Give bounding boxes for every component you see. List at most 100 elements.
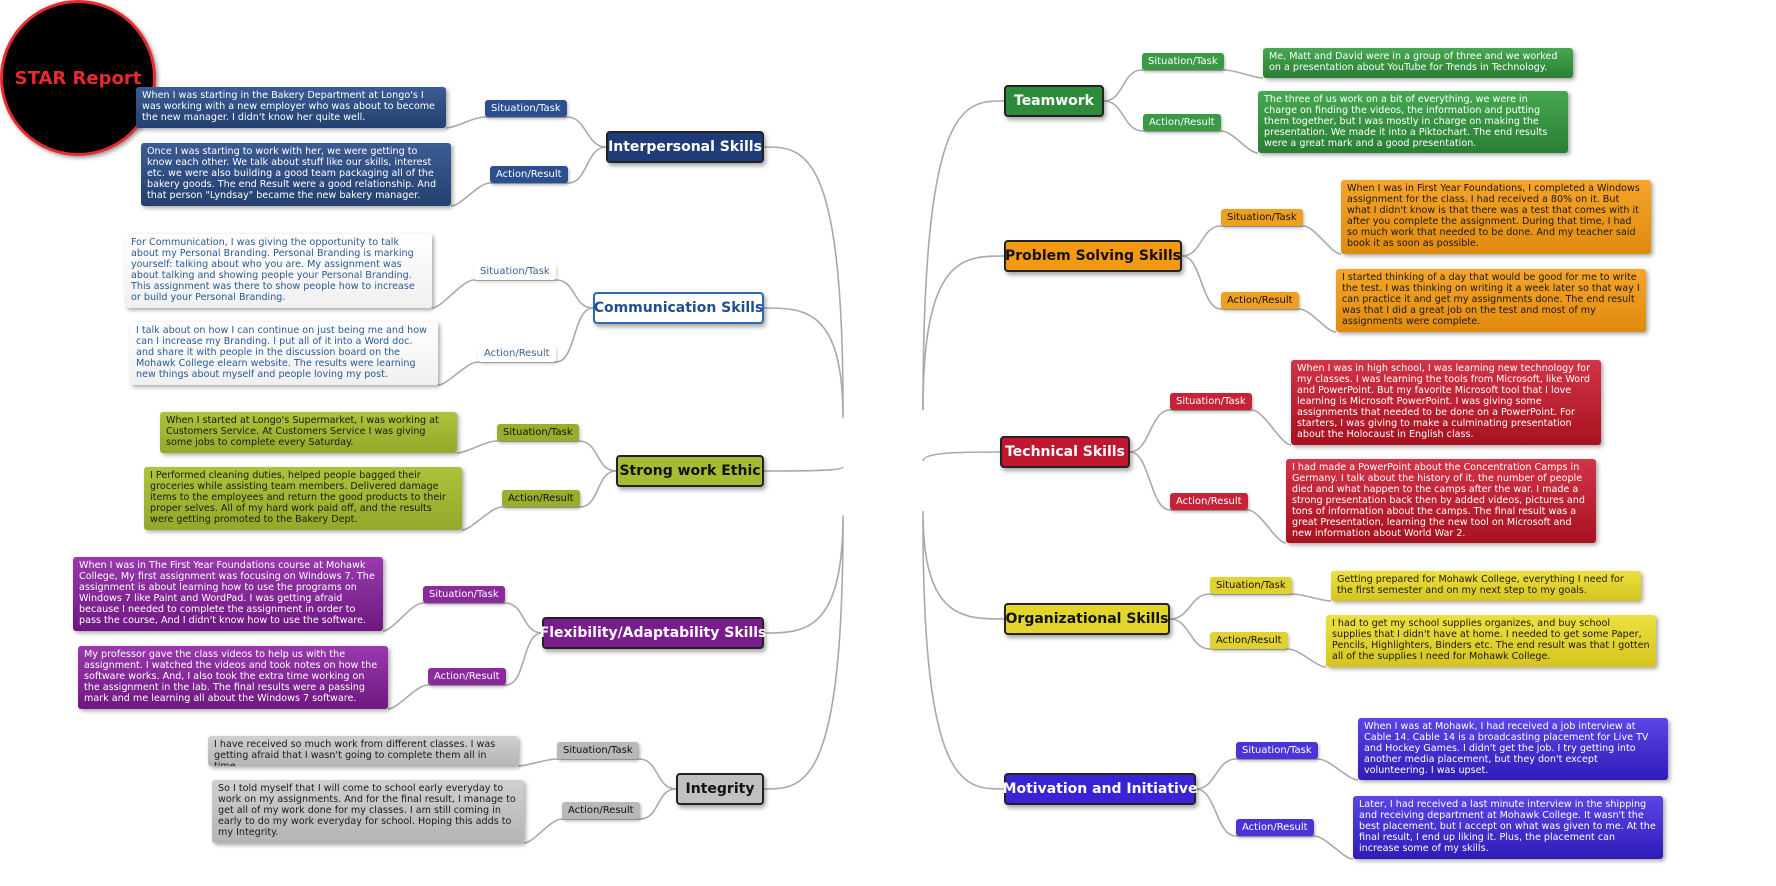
motivation-action-tag[interactable]: Action/Result — [1236, 819, 1314, 836]
organizational-center-link — [922, 511, 1005, 620]
integrity-situation-tag[interactable]: Situation/Task — [557, 742, 639, 759]
technical-situation-note[interactable]: When I was in high school, I was learnin… — [1291, 360, 1601, 445]
interpersonal-s-tag-link — [485, 116, 607, 148]
workethic-s-note-link — [456, 440, 498, 454]
workethic-action-note[interactable]: I Performed cleaning duties, helped peop… — [144, 467, 462, 530]
communication-a-tag-link — [478, 307, 594, 363]
integrity-action-note[interactable]: So I told myself that I will come to sch… — [212, 780, 524, 843]
flexibility-action-tag[interactable]: Action/Result — [428, 668, 506, 685]
topic-flexibility-adaptability-skills[interactable]: Flexibility/Adaptability Skills — [540, 617, 766, 649]
motivation-action-note[interactable]: Later, I had received a last minute inte… — [1353, 796, 1663, 859]
organizational-situation-tag[interactable]: Situation/Task — [1210, 577, 1292, 594]
teamwork-s-tag-link — [1103, 69, 1224, 102]
topic-motivation-and-initiative[interactable]: Motivation and Initiative — [1003, 773, 1197, 805]
problem-action-note[interactable]: I started thinking of a day that would b… — [1336, 269, 1646, 332]
interpersonal-center-link — [763, 146, 844, 411]
workethic-situation-tag[interactable]: Situation/Task — [497, 424, 579, 441]
integrity-action-tag[interactable]: Action/Result — [562, 802, 640, 819]
communication-situation-note[interactable]: For Communication, I was giving the oppo… — [125, 234, 432, 308]
topic-problem-solving-skills[interactable]: Problem Solving Skills — [1004, 240, 1182, 272]
technical-a-note-link — [1247, 509, 1287, 544]
workethic-action-tag[interactable]: Action/Result — [502, 490, 580, 507]
integrity-situation-note[interactable]: I have received so much work from differ… — [208, 736, 518, 766]
topic-teamwork[interactable]: Teamwork — [1004, 85, 1104, 117]
technical-action-note[interactable]: I had made a PowerPoint about the Concen… — [1286, 459, 1596, 543]
organizational-a-tag-link — [1169, 618, 1288, 650]
topic-technical-skills[interactable]: Technical Skills — [1000, 436, 1130, 468]
topic-interpersonal-skills[interactable]: Interpersonal Skills — [606, 131, 764, 163]
topic-strong-work-ethic[interactable]: Strong work Ethic — [616, 455, 764, 487]
communication-situation-tag[interactable]: Situation/Task — [474, 263, 556, 280]
interpersonal-a-note-link — [450, 182, 491, 207]
integrity-s-note-link — [517, 758, 558, 767]
problem-situation-note[interactable]: When I was in First Year Foundations, I … — [1341, 180, 1651, 254]
motivation-center-link — [922, 519, 1005, 790]
motivation-a-tag-link — [1195, 788, 1314, 837]
technical-center-link — [922, 451, 1001, 462]
technical-a-tag-link — [1129, 451, 1248, 511]
flexibility-situation-tag[interactable]: Situation/Task — [423, 586, 505, 603]
flexibility-action-note[interactable]: My professor gave the class videos to he… — [78, 646, 388, 709]
organizational-action-tag[interactable]: Action/Result — [1210, 632, 1288, 649]
teamwork-action-tag[interactable]: Action/Result — [1143, 114, 1221, 131]
communication-a-note-link — [437, 361, 479, 386]
central-topic[interactable]: STAR Report — [0, 0, 156, 156]
teamwork-center-link — [922, 100, 1005, 411]
organizational-situation-note[interactable]: Getting prepared for Mohawk College, eve… — [1331, 571, 1641, 601]
workethic-situation-note[interactable]: When I started at Longo's Supermarket, I… — [160, 412, 457, 453]
motivation-situation-note[interactable]: When I was at Mohawk, I had received a j… — [1358, 718, 1668, 780]
motivation-s-note-link — [1317, 758, 1359, 781]
flexibility-s-tag-link — [423, 602, 543, 634]
problem-situation-tag[interactable]: Situation/Task — [1221, 209, 1303, 226]
integrity-a-tag-link — [562, 788, 677, 820]
flexibility-a-note-link — [387, 684, 429, 710]
problem-s-tag-link — [1181, 225, 1303, 257]
flexibility-situation-note[interactable]: When I was in The First Year Foundations… — [73, 557, 383, 631]
interpersonal-a-tag-link — [490, 146, 607, 184]
workethic-center-link — [763, 466, 844, 472]
interpersonal-situation-tag[interactable]: Situation/Task — [485, 100, 567, 117]
interpersonal-action-note[interactable]: Once I was starting to work with her, we… — [141, 143, 451, 206]
teamwork-situation-note[interactable]: Me, Matt and David were in a group of th… — [1263, 48, 1573, 78]
organizational-s-tag-link — [1169, 593, 1292, 620]
teamwork-a-note-link — [1220, 130, 1259, 154]
communication-s-note-link — [431, 279, 475, 309]
problem-a-tag-link — [1181, 255, 1299, 310]
communication-action-tag[interactable]: Action/Result — [478, 345, 556, 362]
interpersonal-s-note-link — [445, 116, 486, 129]
topic-organizational-skills[interactable]: Organizational Skills — [1004, 603, 1170, 635]
technical-s-tag-link — [1129, 409, 1252, 453]
organizational-action-note[interactable]: I had to get my school supplies organize… — [1326, 615, 1656, 667]
problem-action-tag[interactable]: Action/Result — [1221, 292, 1299, 309]
flexibility-s-note-link — [382, 602, 424, 632]
organizational-s-note-link — [1291, 593, 1332, 602]
flexibility-center-link — [763, 515, 844, 634]
integrity-s-tag-link — [557, 758, 677, 790]
communication-action-note[interactable]: I talk about on how I can continue on ju… — [130, 322, 438, 385]
technical-s-note-link — [1251, 409, 1292, 446]
problem-center-link — [922, 255, 1005, 411]
teamwork-s-note-link — [1223, 69, 1264, 79]
interpersonal-situation-note[interactable]: When I was starting in the Bakery Depart… — [136, 87, 446, 128]
problem-a-note-link — [1298, 308, 1337, 333]
flexibility-a-tag-link — [428, 632, 543, 686]
integrity-center-link — [763, 519, 844, 790]
teamwork-action-note[interactable]: The three of us work on a bit of everyth… — [1258, 91, 1568, 153]
workethic-a-tag-link — [502, 470, 617, 508]
topic-integrity[interactable]: Integrity — [676, 773, 764, 805]
motivation-situation-tag[interactable]: Situation/Task — [1236, 742, 1318, 759]
problem-s-note-link — [1302, 225, 1342, 255]
teamwork-a-tag-link — [1103, 100, 1221, 132]
workethic-s-tag-link — [497, 440, 617, 472]
central-topic-label: STAR Report — [14, 67, 142, 89]
teamwork-situation-tag[interactable]: Situation/Task — [1142, 53, 1224, 70]
motivation-s-tag-link — [1195, 758, 1318, 790]
technical-action-tag[interactable]: Action/Result — [1170, 493, 1248, 510]
technical-situation-tag[interactable]: Situation/Task — [1170, 393, 1252, 410]
organizational-a-note-link — [1287, 648, 1327, 668]
integrity-a-note-link — [523, 818, 563, 844]
topic-communication-skills[interactable]: Communication Skills — [593, 292, 764, 324]
interpersonal-action-tag[interactable]: Action/Result — [490, 166, 568, 183]
motivation-a-note-link — [1313, 835, 1354, 860]
